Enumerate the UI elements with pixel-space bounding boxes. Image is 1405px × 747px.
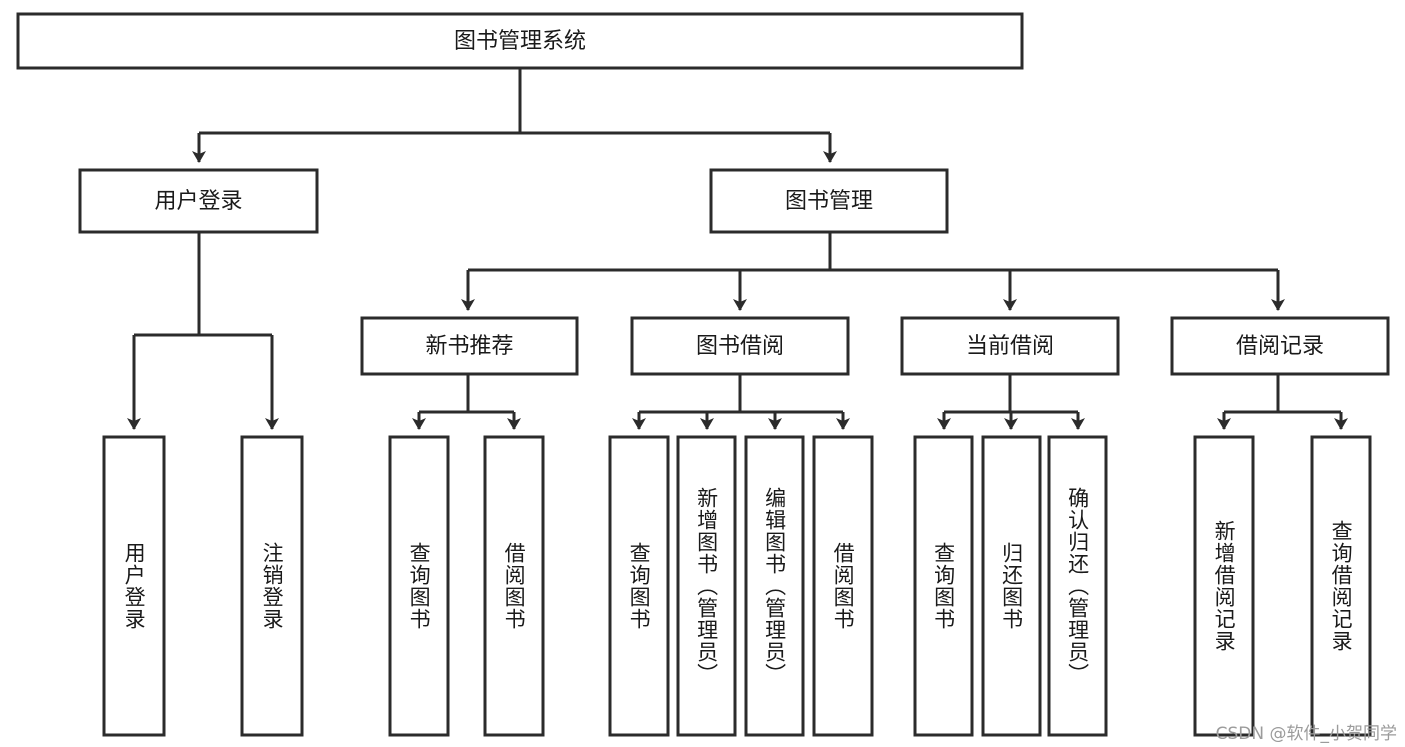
- level3-node-box-0[interactable]: [360, 316, 579, 376]
- leaf-node-box-7[interactable]: [812, 435, 874, 737]
- level3-node-label-2: 当前借阅: [966, 334, 1054, 359]
- leaf-node-box-2[interactable]: [388, 435, 450, 737]
- leaf-node-box-0[interactable]: [102, 435, 166, 737]
- level2-node-label-0: 用户登录: [154, 189, 242, 214]
- level3-node-label-1: 图书借阅: [696, 334, 784, 359]
- leaf-node-box-11[interactable]: [1193, 435, 1255, 737]
- leaf-node-box-3[interactable]: [483, 435, 545, 737]
- level3-node-label-0: 新书推荐: [425, 334, 513, 359]
- connector-group-borrow: [632, 374, 850, 430]
- connector-group-current: [937, 374, 1085, 430]
- connector-group-new-book: [412, 374, 521, 430]
- leaf-node-box-10[interactable]: [1047, 435, 1108, 737]
- connector-group-records: [1217, 374, 1348, 430]
- leaf-node-box-4[interactable]: [608, 435, 670, 737]
- level3-node-box-3[interactable]: [1170, 316, 1390, 376]
- watermark-text: CSDN @软件_小贺同学: [1215, 724, 1397, 744]
- root-node-label: 图书管理系统: [454, 29, 586, 54]
- connector-group-book-mgmt: [461, 232, 1285, 311]
- leaf-node-box-6[interactable]: [744, 435, 805, 737]
- root-node-box[interactable]: [16, 12, 1024, 70]
- leaf-node-box-9[interactable]: [981, 435, 1042, 737]
- level3-node-box-1[interactable]: [630, 316, 850, 376]
- level2-node-box-1[interactable]: [709, 168, 949, 234]
- connector-group-user-login: [127, 232, 279, 430]
- connector-group-root: [192, 68, 837, 163]
- leaf-node-box-12[interactable]: [1310, 435, 1372, 737]
- level2-node-label-1: 图书管理: [785, 189, 873, 214]
- leaf-node-box-1[interactable]: [240, 435, 304, 737]
- level2-node-box-0[interactable]: [78, 168, 319, 234]
- leaf-node-box-5[interactable]: [676, 435, 737, 737]
- level3-node-box-2[interactable]: [900, 316, 1120, 376]
- leaf-node-box-8[interactable]: [913, 435, 974, 737]
- node-boxes-layer: [16, 12, 1390, 737]
- level3-node-label-3: 借阅记录: [1236, 334, 1324, 359]
